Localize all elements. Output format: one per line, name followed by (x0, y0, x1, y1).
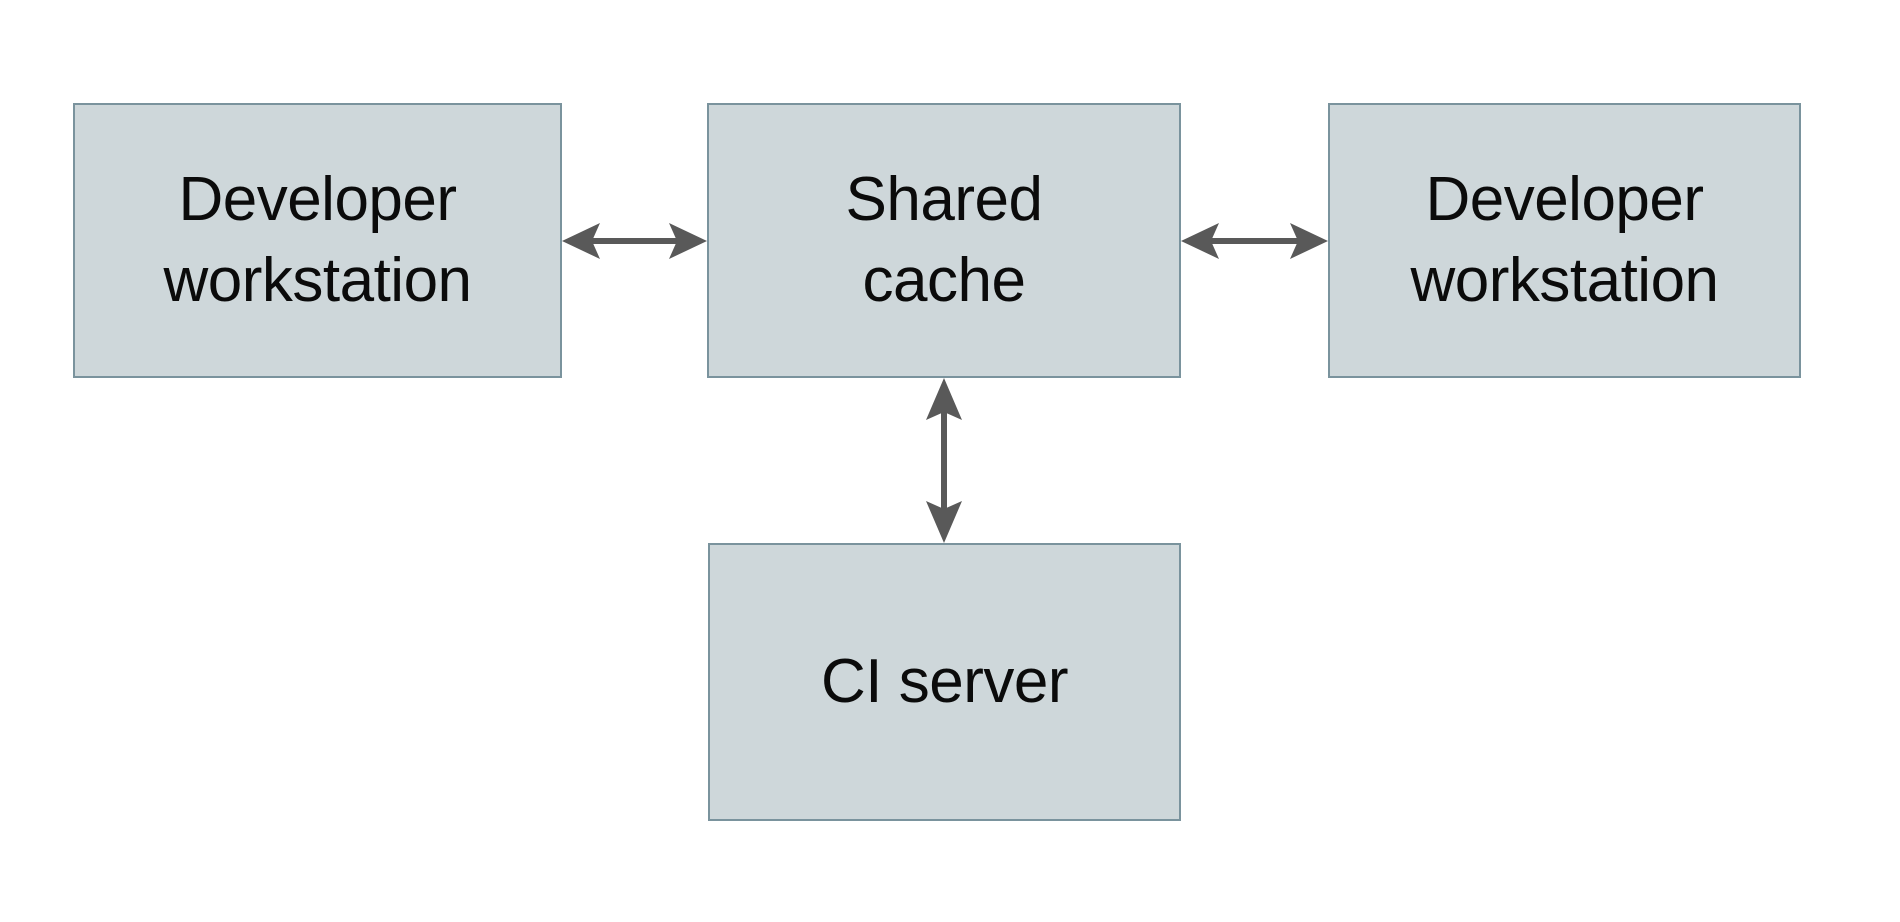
double-arrow-horizontal-icon (1181, 223, 1328, 259)
double-arrow-vertical-icon (926, 378, 962, 543)
node-ci-server[interactable]: CI server (708, 543, 1181, 821)
double-arrow-horizontal-icon (562, 223, 707, 259)
node-label: Developer workstation (1410, 164, 1719, 315)
edge-left-workstation-to-shared-cache[interactable] (562, 213, 707, 269)
node-developer-workstation-left[interactable]: Developer workstation (73, 103, 562, 378)
node-shared-cache[interactable]: Shared cache (707, 103, 1181, 378)
edge-shared-cache-to-right-workstation[interactable] (1181, 213, 1328, 269)
node-label: CI server (821, 646, 1068, 716)
node-developer-workstation-right[interactable]: Developer workstation (1328, 103, 1801, 378)
node-label: Shared cache (845, 164, 1043, 315)
node-label: Developer workstation (163, 164, 472, 315)
edge-shared-cache-to-ci-server[interactable] (916, 378, 972, 543)
